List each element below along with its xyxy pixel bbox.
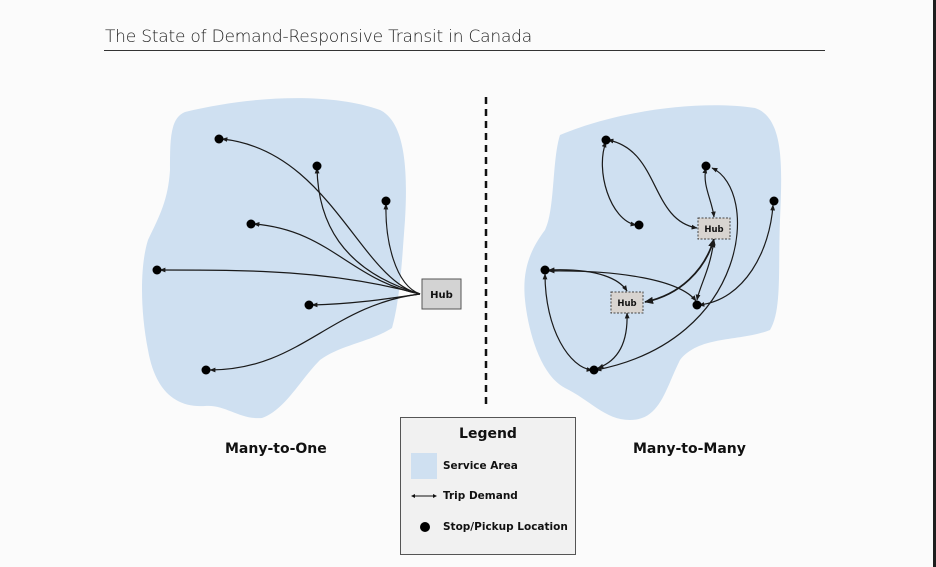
service-area-swatch-icon (411, 453, 437, 479)
trip-lines-left (159, 137, 421, 373)
double-arrow-icon (411, 491, 437, 501)
legend: Legend Service Area Trip Demand Stop/Pic… (400, 417, 576, 555)
hub-label: Hub (704, 225, 723, 235)
trip-line (209, 293, 421, 373)
panel-label-many-to-many: Many-to-Many (633, 441, 746, 457)
stops-right (540, 135, 779, 375)
stop-dot (769, 196, 779, 206)
trip-line (695, 239, 716, 301)
trip-line (597, 312, 630, 369)
trip-line (542, 273, 593, 372)
stop-dot (634, 220, 644, 230)
trip-line (253, 222, 421, 295)
legend-label: Service Area (443, 460, 518, 472)
stop-dot (246, 219, 256, 229)
trip-line (383, 203, 421, 295)
trip-line (159, 267, 421, 295)
many-to-many-panel: Hub Hub (524, 105, 782, 420)
stop-dot (152, 265, 162, 275)
legend-label: Trip Demand (443, 490, 518, 502)
stop-dot (214, 134, 224, 144)
stop-dot (304, 300, 314, 310)
stop-dot (540, 265, 550, 275)
legend-label: Stop/Pickup Location (443, 521, 568, 533)
stop-dot (701, 161, 711, 171)
stops-left (152, 134, 391, 375)
trip-lines-right (542, 138, 776, 372)
window-edge (933, 0, 936, 567)
many-to-one-panel: Hub (142, 98, 462, 419)
stop-dot (312, 161, 322, 171)
hub-left: Hub (421, 278, 462, 310)
panel-label-many-to-one: Many-to-One (225, 441, 327, 457)
stop-dot (381, 196, 391, 206)
trip-line (548, 268, 697, 302)
trip-line (221, 137, 421, 295)
hub-right-lower: Hub (610, 291, 644, 314)
page-title: The State of Demand-Responsive Transit i… (105, 27, 532, 47)
service-area-left (142, 98, 406, 419)
stop-dot-icon (411, 521, 437, 533)
legend-item-trip-demand: Trip Demand (411, 483, 518, 509)
stop-dot (601, 135, 611, 145)
legend-item-service-area: Service Area (411, 453, 518, 479)
stop-dot (692, 300, 702, 310)
hub-label: Hub (430, 290, 453, 301)
hub-right-upper: Hub (697, 217, 731, 240)
trip-line (314, 167, 421, 295)
legend-item-stop: Stop/Pickup Location (411, 514, 568, 540)
title-divider (104, 50, 825, 51)
legend-title: Legend (459, 426, 517, 442)
stop-dot (201, 365, 211, 375)
hub-label: Hub (617, 299, 636, 309)
stop-dot (589, 365, 599, 375)
service-area-right (524, 105, 782, 420)
